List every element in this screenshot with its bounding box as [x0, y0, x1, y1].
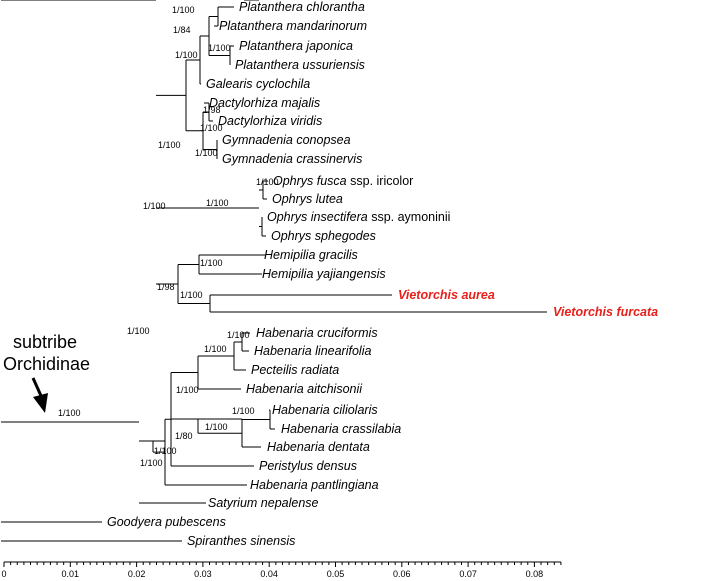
support-value: 1/100 [176, 385, 199, 395]
taxon-name: Ophrys insectifera [267, 210, 368, 224]
taxon-name: Dactylorhiza majalis [209, 96, 320, 110]
arrow-head [33, 393, 48, 413]
support-value: 1/100 [175, 50, 198, 60]
taxon-name: Vietorchis furcata [553, 305, 658, 319]
taxon-label: Habenaria pantlingiana [250, 478, 379, 492]
scale-tick-label: 0.01 [62, 569, 80, 579]
scale-tick-label: 0.04 [260, 569, 278, 579]
taxon-label: Habenaria crassilabia [281, 422, 401, 436]
taxon-label: Platanthera ussuriensis [235, 58, 365, 72]
taxon-name: Ophrys lutea [272, 192, 343, 206]
support-value: 1/100 [140, 458, 163, 468]
support-value: 1/100 [232, 406, 255, 416]
support-value: 1/100 [58, 408, 81, 418]
taxon-label: Goodyera pubescens [107, 515, 226, 529]
taxon-label: Spiranthes sinensis [187, 534, 295, 548]
taxon-label: Gymnadenia crassinervis [222, 152, 362, 166]
support-value: 1/98 [157, 282, 175, 292]
taxon-label: Habenaria aitchisonii [246, 382, 363, 396]
taxon-label: Ophrys lutea [272, 192, 343, 206]
support-value: 1/100 [204, 344, 227, 354]
taxon-name: Habenaria linearifolia [254, 344, 371, 358]
taxon-name: Hemipilia yajiangensis [262, 267, 386, 281]
support-value: 1/100 [200, 258, 223, 268]
taxon-label: Habenaria linearifolia [254, 344, 371, 358]
annotation-line-1: subtribe [13, 332, 77, 352]
taxon-name: Gymnadenia conopsea [222, 133, 351, 147]
support-value: 1/100 [127, 326, 150, 336]
support-value: 1/98 [203, 105, 221, 115]
support-value: 1/100 [256, 177, 279, 187]
scale-tick-label: 0.08 [526, 569, 544, 579]
taxon-name: Peristylus densus [259, 459, 357, 473]
support-value: 1/100 [200, 123, 223, 133]
support-value: 1/100 [143, 201, 166, 211]
taxon-name: Ophrys fusca [273, 174, 347, 188]
taxon-label: Platanthera mandarinorum [219, 19, 367, 33]
taxon-label: Satyrium nepalense [208, 496, 319, 510]
support-value: 1/80 [175, 431, 193, 441]
taxon-name: Pecteilis radiata [251, 363, 339, 377]
support-value: 1/100 [208, 43, 231, 53]
taxon-label: Pecteilis radiata [251, 363, 339, 377]
taxon-name: Gymnadenia crassinervis [222, 152, 362, 166]
taxon-subspecies-rank: ssp. iricolor [347, 174, 414, 188]
taxon-label: Ophrys sphegodes [271, 229, 376, 243]
support-value: 1/100 [180, 290, 203, 300]
taxon-name: Galearis cyclochila [206, 77, 310, 91]
taxon-name: Habenaria pantlingiana [250, 478, 379, 492]
annotation-line-2: Orchidinae [3, 354, 90, 374]
taxon-name: Habenaria aitchisonii [246, 382, 363, 396]
taxon-label: Habenaria dentata [267, 440, 370, 454]
support-value: 1/84 [173, 25, 191, 35]
scale-tick-label: 0.07 [459, 569, 477, 579]
taxon-label: Ophrys insectifera ssp. aymoninii [267, 210, 450, 224]
taxon-label: Hemipilia gracilis [264, 248, 358, 262]
support-value: 1/100 [154, 446, 177, 456]
support-value: 1/100 [172, 5, 195, 15]
taxon-label: Platanthera japonica [239, 39, 353, 53]
taxon-name: Goodyera pubescens [107, 515, 226, 529]
scale-tick-label: 0.03 [194, 569, 212, 579]
taxon-name: Platanthera mandarinorum [219, 19, 367, 33]
taxon-name: Vietorchis aurea [398, 288, 495, 302]
scale-tick-label: 0 [1, 569, 6, 579]
scale-tick-label: 0.02 [128, 569, 146, 579]
arrow-shaft [31, 377, 44, 399]
taxon-name: Ophrys sphegodes [271, 229, 376, 243]
taxon-name: Spiranthes sinensis [187, 534, 295, 548]
support-value: 1/100 [227, 330, 250, 340]
taxon-name: Habenaria crassilabia [281, 422, 401, 436]
scale-tick-label: 0.06 [393, 569, 411, 579]
taxon-name: Hemipilia gracilis [264, 248, 358, 262]
taxon-name: Platanthera chlorantha [239, 0, 365, 14]
taxon-label: Habenaria ciliolaris [272, 403, 378, 417]
taxon-name: Platanthera ussuriensis [235, 58, 365, 72]
support-value: 1/100 [205, 422, 228, 432]
taxon-name: Dactylorhiza viridis [218, 114, 322, 128]
taxon-name: Habenaria cruciformis [256, 326, 378, 340]
taxon-subspecies-rank: ssp. aymoninii [368, 210, 451, 224]
taxon-label: Dactylorhiza viridis [218, 114, 322, 128]
taxon-label: Vietorchis furcata [553, 305, 658, 319]
taxon-label: Vietorchis aurea [398, 288, 495, 302]
taxon-name: Habenaria dentata [267, 440, 370, 454]
taxon-label: Peristylus densus [259, 459, 357, 473]
taxon-label: Galearis cyclochila [206, 77, 310, 91]
support-value: 1/100 [206, 198, 229, 208]
taxon-label: Gymnadenia conopsea [222, 133, 351, 147]
support-value: 1/100 [195, 148, 218, 158]
taxon-label: Hemipilia yajiangensis [262, 267, 386, 281]
taxon-name: Satyrium nepalense [208, 496, 319, 510]
taxon-name: Platanthera japonica [239, 39, 353, 53]
taxon-label: Ophrys fusca ssp. iricolor [273, 174, 413, 188]
taxon-label: Dactylorhiza majalis [209, 96, 320, 110]
taxon-label: Platanthera chlorantha [239, 0, 365, 14]
scale-tick-label: 0.05 [327, 569, 345, 579]
support-value: 1/100 [158, 140, 181, 150]
taxon-name: Habenaria ciliolaris [272, 403, 378, 417]
taxon-label: Habenaria cruciformis [256, 326, 378, 340]
